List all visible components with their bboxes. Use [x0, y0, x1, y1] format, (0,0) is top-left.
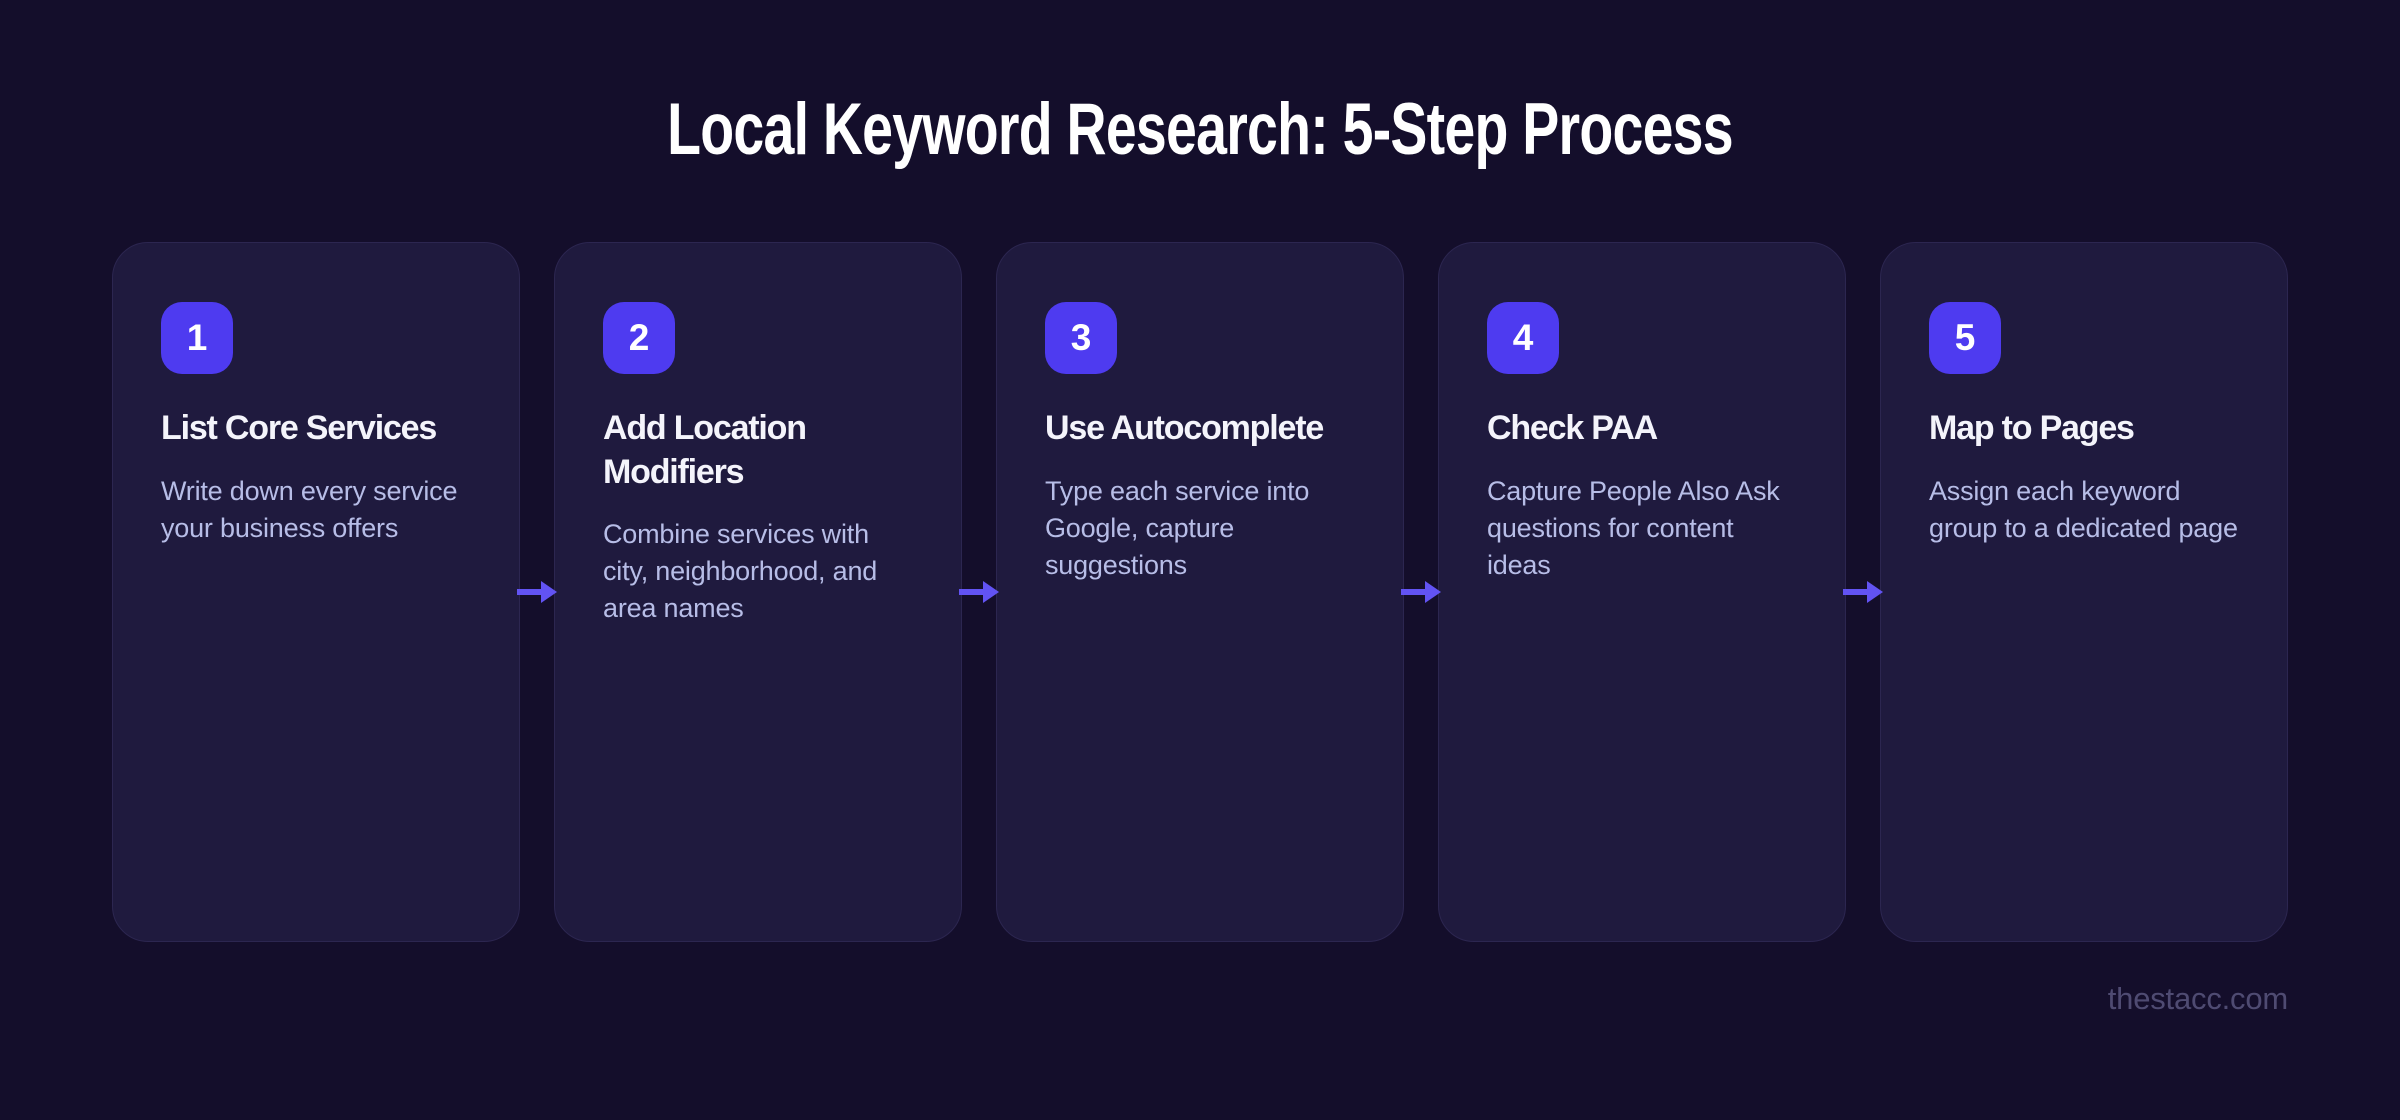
right-arrow-icon [1401, 581, 1441, 603]
step-description: Type each service into Google, capture s… [1045, 475, 1310, 580]
step-badge-2: 2 [603, 302, 675, 374]
footer-credit: thestacc.com [2107, 981, 2288, 1016]
right-arrow-icon [959, 581, 999, 603]
step-card-1: 1 List Core Services Write down every se… [112, 242, 520, 942]
step-title: Add Location Modifiers [603, 409, 807, 491]
step-title: Map to Pages [1929, 409, 2135, 447]
arrow-gap [1843, 242, 1883, 942]
step-number: 5 [1954, 317, 1976, 358]
step-number: 4 [1512, 317, 1534, 358]
step-title: Use Autocomplete [1045, 409, 1324, 447]
arrow-gap [1401, 242, 1441, 942]
step-badge-4: 4 [1487, 302, 1559, 374]
step-badge-5: 5 [1929, 302, 2001, 374]
right-arrow-icon [1843, 581, 1883, 603]
step-description: Capture People Also Ask questions for co… [1487, 475, 1780, 580]
step-card-5: 5 Map to Pages Assign each keyword group… [1880, 242, 2288, 942]
arrow-gap [959, 242, 999, 942]
step-title: List Core Services [161, 409, 437, 447]
step-card-2: 2 Add Location Modifiers Combine service… [554, 242, 962, 942]
step-card-3: 3 Use Autocomplete Type each service int… [996, 242, 1404, 942]
step-badge-3: 3 [1045, 302, 1117, 374]
step-description: Combine services with city, neighborhood… [603, 519, 878, 624]
step-title: Check PAA [1487, 409, 1658, 447]
step-badge-1: 1 [161, 302, 233, 374]
step-card-4: 4 Check PAA Capture People Also Ask ques… [1438, 242, 1846, 942]
steps-row: 1 List Core Services Write down every se… [112, 242, 2288, 942]
page-title: Local Keyword Research: 5-Step Process [667, 89, 1734, 170]
step-description: Assign each keyword group to a dedicated… [1929, 475, 2238, 543]
step-number: 1 [186, 317, 208, 358]
step-number: 3 [1070, 317, 1092, 358]
arrow-gap [517, 242, 557, 942]
right-arrow-icon [517, 581, 557, 603]
step-description: Write down every service your business o… [161, 475, 458, 543]
step-number: 2 [628, 317, 650, 358]
